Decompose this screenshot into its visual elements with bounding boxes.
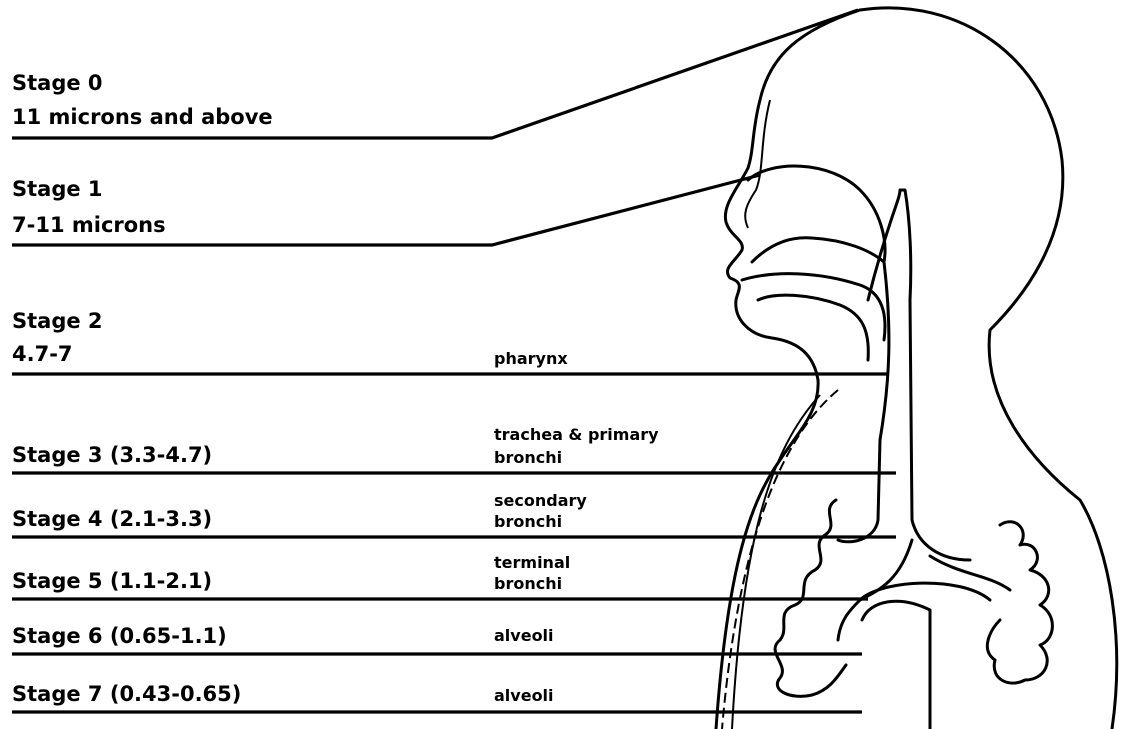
stage-labels: Stage 0 11 microns and above Stage 1 7-1… (12, 71, 273, 706)
region-terminal: terminal (494, 553, 570, 572)
region-terminal-bronchi: bronchi (494, 574, 562, 593)
esophagus-inner (732, 395, 820, 729)
stage-5-label: Stage 5 (1.1-2.1) (12, 569, 212, 593)
region-secondary: secondary (494, 491, 587, 510)
back-profile (860, 8, 1117, 729)
stage-2-label: Stage 2 (12, 309, 103, 333)
oral-cavity (742, 274, 885, 340)
stage-4-label: Stage 4 (2.1-3.3) (12, 507, 212, 531)
stage-3-label: Stage 3 (3.3-4.7) (12, 443, 212, 467)
stage-0-size: 11 microns and above (12, 105, 273, 129)
heart-shadow (862, 601, 930, 729)
stage-1-size: 7-11 microns (12, 213, 166, 237)
stage-6-label: Stage 6 (0.65-1.1) (12, 624, 227, 648)
nasal-cavity (748, 166, 885, 262)
region-alveoli-7: alveoli (494, 686, 554, 705)
stage-1-label: Stage 1 (12, 177, 103, 201)
region-secondary-bronchi: bronchi (494, 512, 562, 531)
region-pharynx: pharynx (494, 349, 568, 368)
bronchus-arch (860, 583, 990, 600)
region-labels: pharynx trachea & primary bronchi second… (494, 349, 659, 705)
region-trachea: trachea & primary (494, 425, 659, 444)
stage-2-size: 4.7-7 (12, 342, 73, 366)
head-and-airway-outline (716, 8, 1117, 729)
stage-7-label: Stage 7 (0.43-0.65) (12, 682, 241, 706)
stage-0-label: Stage 0 (12, 71, 103, 95)
region-alveoli-6: alveoli (494, 626, 554, 645)
tongue (758, 295, 868, 360)
right-alveoli (987, 522, 1052, 683)
outer-profile (716, 10, 860, 729)
region-trachea-bronchi: bronchi (494, 448, 562, 467)
